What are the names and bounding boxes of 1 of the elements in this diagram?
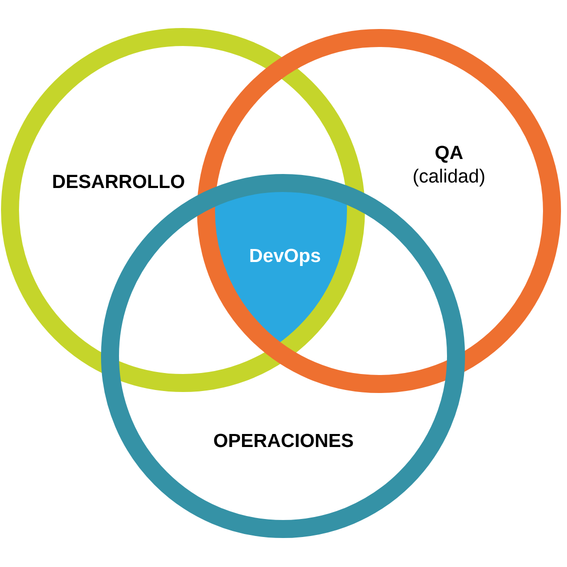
overlap-region: DevOps [214, 191, 348, 342]
